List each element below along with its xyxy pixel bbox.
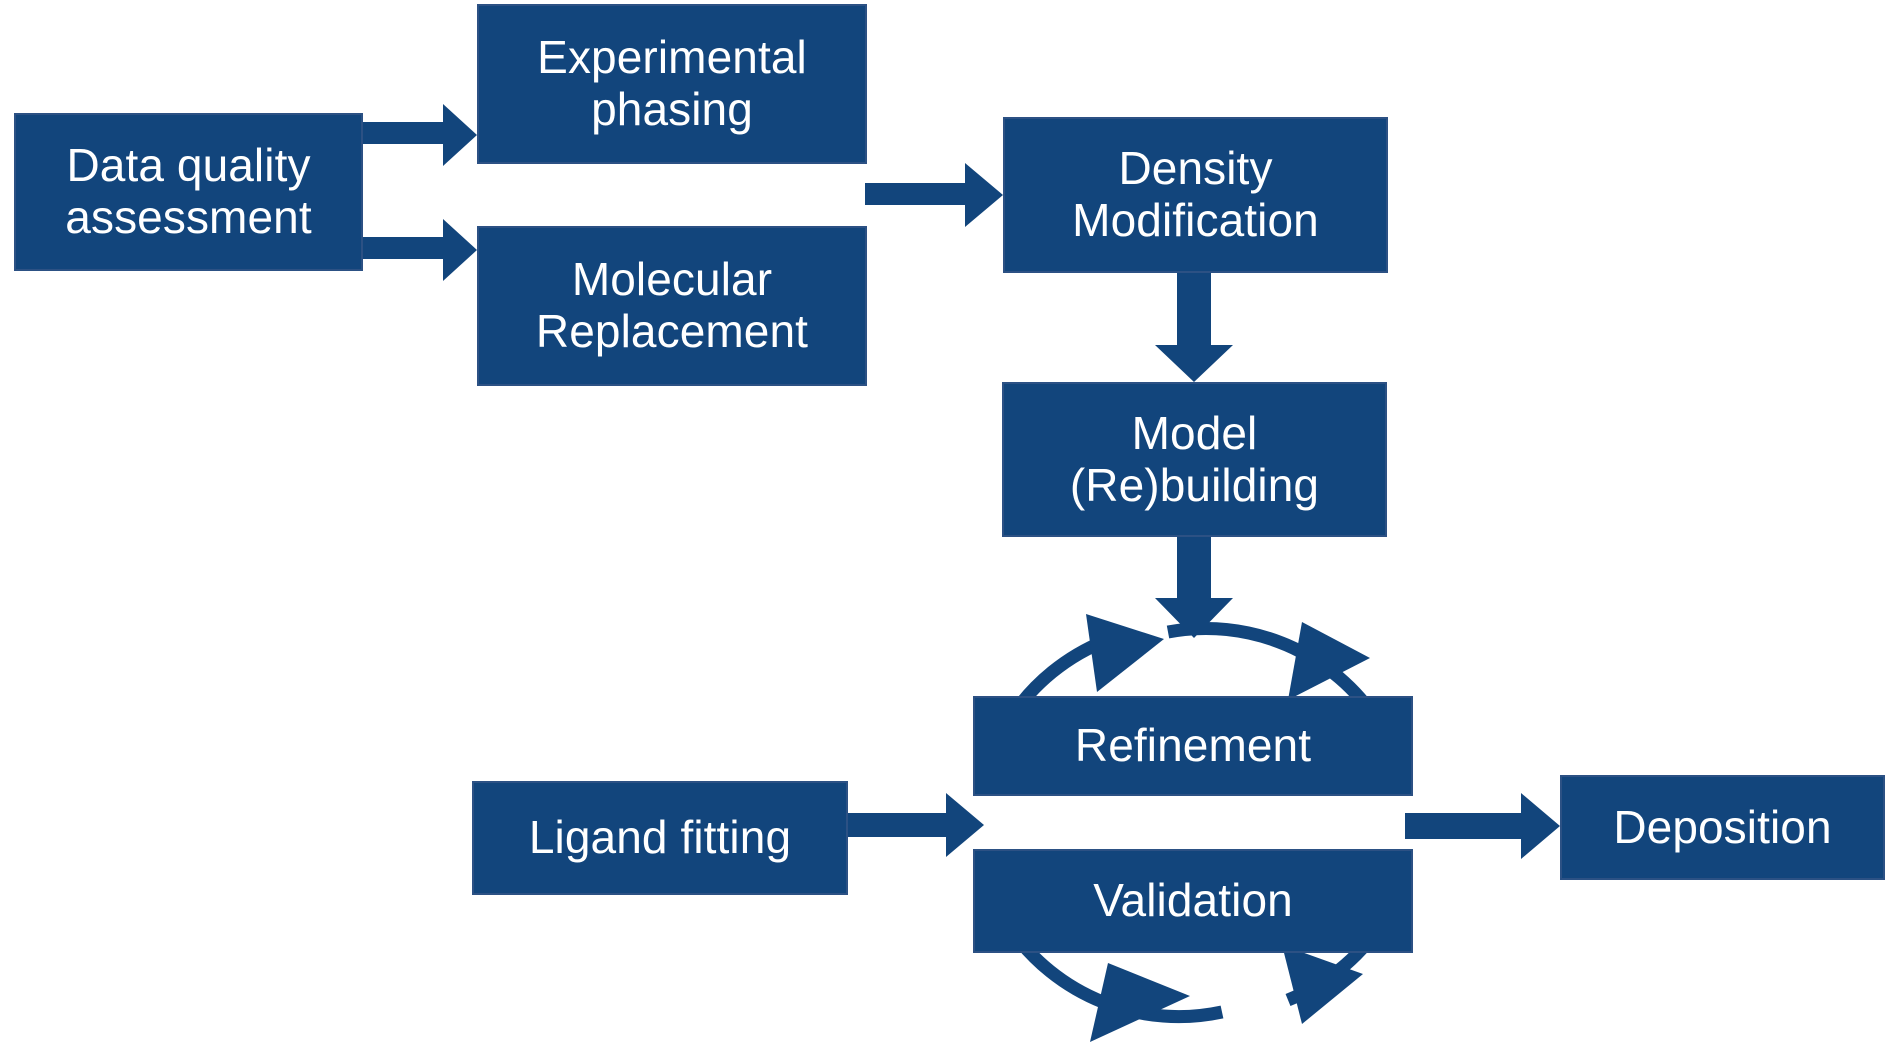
arrow-dqa-to-molecular-replacement [363,219,477,281]
cycle-gap-band [986,798,1404,847]
node-model-rebuilding[interactable]: Model (Re)building [1002,382,1387,537]
arrow-dqa-to-experimental-phasing [363,104,477,166]
node-density-modification[interactable]: Density Modification [1003,117,1388,273]
node-deposition[interactable]: Deposition [1560,775,1885,880]
arrow-phasing-to-density-modification [865,163,1003,227]
node-validation[interactable]: Validation [973,849,1413,953]
node-molecular-replacement[interactable]: Molecular Replacement [477,226,867,386]
arrow-ligand-fitting-to-refinement [848,793,984,857]
arrow-density-modification-to-model-rebuilding [1155,273,1233,382]
arrow-model-rebuilding-to-refinement [1155,537,1233,638]
node-ligand-fitting[interactable]: Ligand fitting [472,781,848,895]
node-refinement[interactable]: Refinement [973,696,1413,796]
node-experimental-phasing[interactable]: Experimental phasing [477,4,867,164]
arrow-cycle-to-deposition [1405,793,1560,859]
node-data-quality-assessment[interactable]: Data quality assessment [14,113,363,271]
